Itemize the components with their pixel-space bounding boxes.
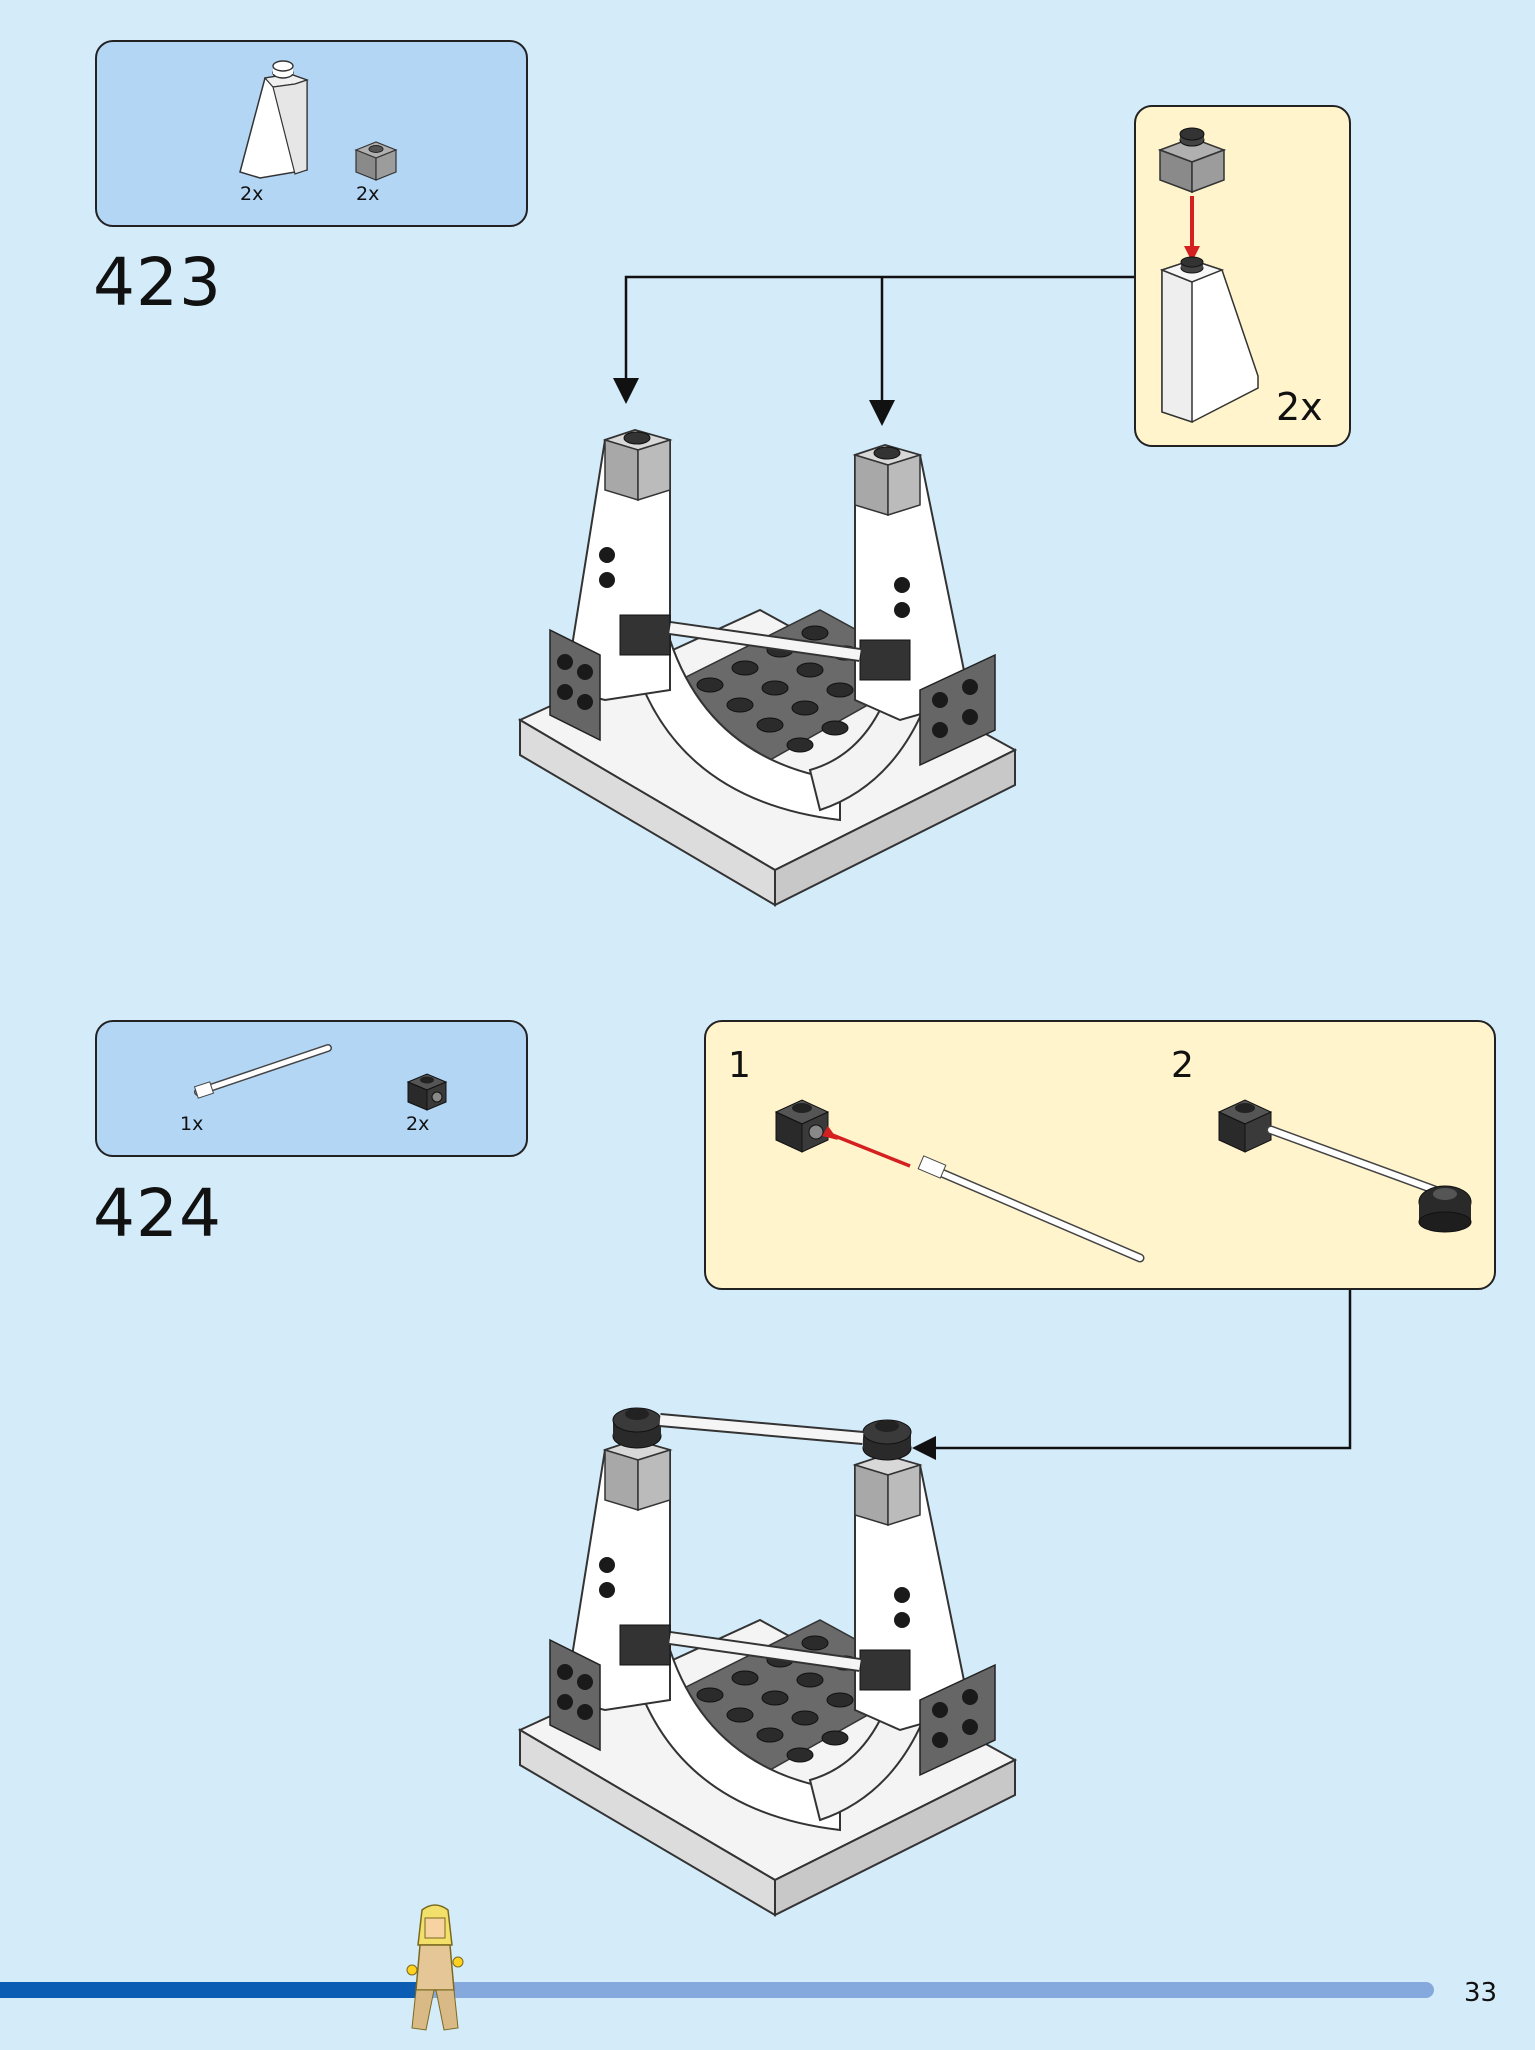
parts-box-step-423 bbox=[95, 40, 528, 227]
callout-assembly-icon bbox=[1157, 127, 1259, 424]
step-number-424: 424 bbox=[93, 1175, 222, 1252]
substep-number-2: 2 bbox=[1171, 1045, 1194, 1086]
progress-done bbox=[0, 1982, 430, 1998]
parts-box-step-424 bbox=[95, 1020, 528, 1157]
white-bar-icon bbox=[193, 1044, 332, 1099]
substep-number-1: 1 bbox=[728, 1045, 751, 1086]
model-step-424 bbox=[517, 1407, 1018, 1917]
grey-brick-icon bbox=[354, 141, 398, 181]
white-slope-brick-icon bbox=[239, 60, 309, 179]
minifigure-icon bbox=[406, 1904, 464, 2031]
page-number: 33 bbox=[1464, 1978, 1498, 2008]
substep-2-illustration bbox=[1217, 1099, 1472, 1233]
progress-bar bbox=[0, 1982, 1434, 1998]
part-qty-round-brick: 2x bbox=[406, 1113, 430, 1135]
part-qty-grey-brick: 2x bbox=[356, 183, 380, 205]
callout-qty: 2x bbox=[1276, 385, 1323, 429]
substep-1-illustration bbox=[774, 1099, 1145, 1263]
part-qty-bar: 1x bbox=[180, 1113, 204, 1135]
model-step-423 bbox=[517, 428, 1018, 907]
black-round-brick-icon bbox=[406, 1073, 448, 1111]
part-qty-slope: 2x bbox=[240, 183, 264, 205]
step-number-423: 423 bbox=[93, 244, 222, 321]
